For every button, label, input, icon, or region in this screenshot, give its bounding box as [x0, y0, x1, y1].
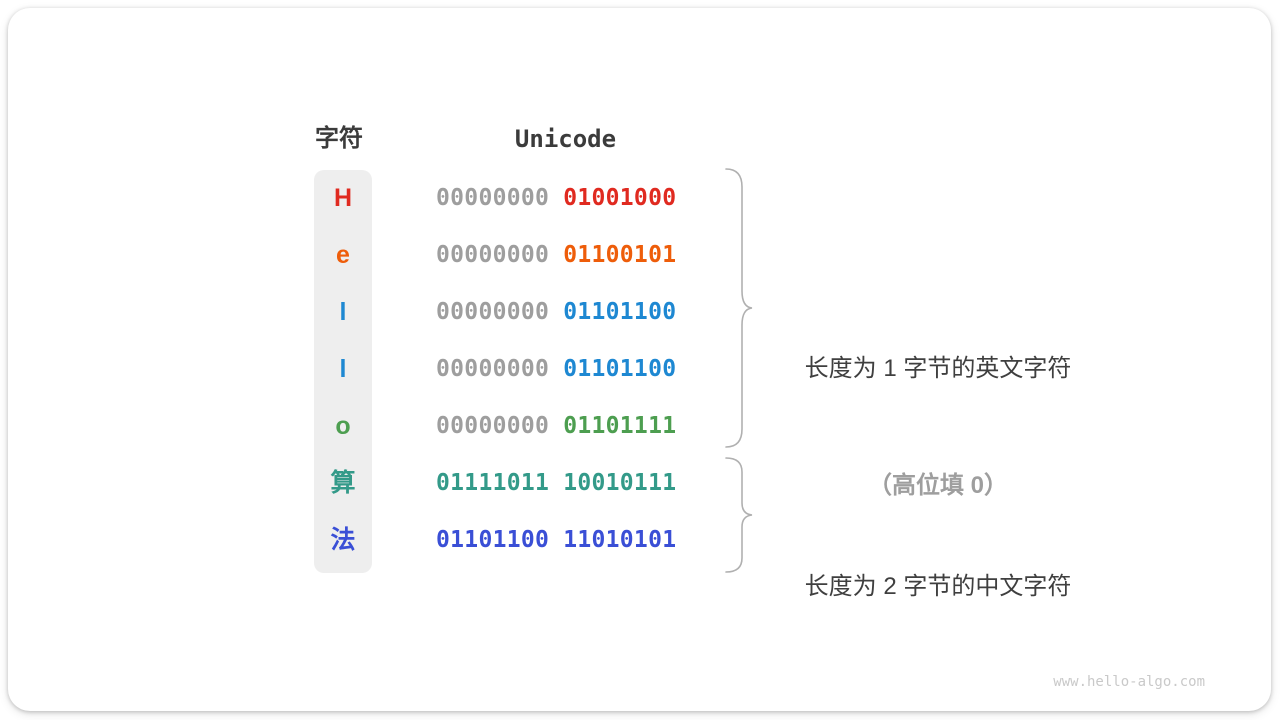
table-row: e 00000000 01100101 [8, 227, 1271, 284]
brace-english-group [725, 168, 753, 448]
annotation-chinese-line1: 长度为 2 字节的中文字符 [804, 573, 1072, 600]
byte-high: 01111011 [436, 470, 550, 496]
brace-chinese-group [725, 457, 753, 573]
byte-high: 00000000 [436, 413, 550, 439]
byte-low: 10010111 [563, 470, 677, 496]
byte-high: 01101100 [436, 527, 550, 553]
unicode-cell: 00000000 01101100 [436, 341, 676, 398]
byte-low: 01100101 [563, 242, 677, 268]
unicode-cell: 01111011 10010111 [436, 455, 676, 512]
table-row: 法 01101100 11010101 [8, 512, 1271, 569]
unicode-cell: 00000000 01101100 [436, 284, 676, 341]
byte-high: 00000000 [436, 299, 550, 325]
char-cell: e [336, 241, 350, 269]
annotation-english-line2: （高位填 0） [867, 472, 1008, 499]
annotation-english-chars: 长度为 1 字节的英文字符 （高位填 0） [758, 271, 1118, 583]
char-cell: l [339, 355, 347, 383]
byte-low: 01001000 [563, 185, 677, 211]
annotation-english-line1: 长度为 1 字节的英文字符 [804, 355, 1072, 382]
annotation-chinese-chars: 长度为 2 字节的中文字符 [758, 489, 1118, 684]
table-row: H 00000000 01001000 [8, 170, 1271, 227]
column-header-unicode: Unicode [514, 125, 617, 153]
character-column-background [314, 170, 372, 573]
char-cell: l [339, 298, 347, 326]
byte-low: 11010101 [563, 527, 677, 553]
unicode-cell: 00000000 01001000 [436, 170, 676, 227]
table-row: o 00000000 01101111 [8, 398, 1271, 455]
byte-low: 01101100 [563, 299, 677, 325]
unicode-cell: 00000000 01101111 [436, 398, 676, 455]
byte-high: 00000000 [436, 185, 550, 211]
char-cell: 法 [330, 526, 356, 554]
char-cell: 算 [330, 469, 356, 497]
unicode-cell: 00000000 01100101 [436, 227, 676, 284]
table-row: 算 01111011 10010111 [8, 455, 1271, 512]
char-cell: H [333, 184, 353, 212]
diagram-card: 字符 Unicode H 00000000 01001000 e 00000000… [8, 8, 1271, 711]
column-header-character: 字符 [315, 125, 363, 152]
watermark: www.hello-algo.com [1053, 674, 1205, 690]
byte-high: 00000000 [436, 356, 550, 382]
table-row: l 00000000 01101100 [8, 284, 1271, 341]
byte-low: 01101100 [563, 356, 677, 382]
char-cell: o [335, 412, 351, 440]
byte-low: 01101111 [563, 413, 677, 439]
byte-high: 00000000 [436, 242, 550, 268]
unicode-cell: 01101100 11010101 [436, 512, 676, 569]
table-row: l 00000000 01101100 [8, 341, 1271, 398]
